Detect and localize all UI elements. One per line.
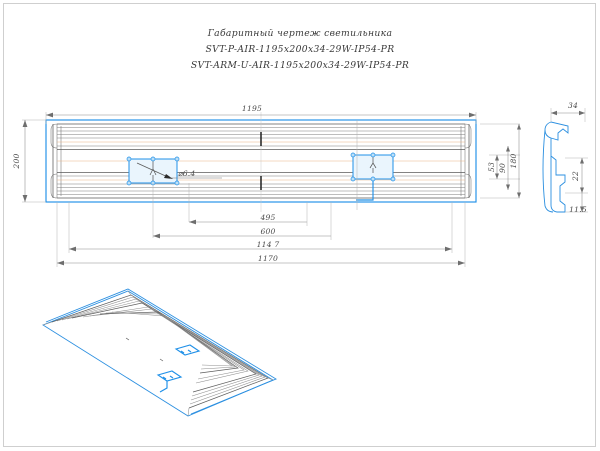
dimension-53-label: 53 [487,162,496,172]
dimension-180-label: 180 [509,153,518,168]
iso-tick-2 [159,358,164,362]
dimension-stack-bottom: 495 600 114 7 1170 [56,202,466,267]
title-line-2: SVT-P-AIR-1195x200x34-29W-IP54-PR [206,44,395,55]
isometric-view[interactable] [42,288,277,417]
dimension-overall-length: 1195 [45,104,477,124]
mounting-bracket-right[interactable] [350,152,396,201]
dimension-34-label: 34 [568,101,578,110]
dimension-1170-label: 1170 [258,254,278,263]
dimension-group-vertical-right: 53 90 180 [480,123,521,199]
dimension-495-label: 495 [259,213,275,222]
side-profile-body [550,138,566,213]
dimension-1195-label: 1195 [242,104,262,113]
side-view: 34 22 11.5 [542,101,588,214]
dimension-200-label: 200 [12,153,21,169]
iso-tick-1 [125,337,130,341]
title-line-3: SVT-ARM-U-AIR-1195x200x34-29W-IP54-PR [191,60,409,71]
dimension-115-label: 11.5 [569,205,587,214]
right-end-cap [460,123,472,199]
drawing-frame [3,3,596,447]
title-line-1: Габаритный чертеж светильника [207,28,393,39]
side-profile-back [542,129,554,213]
dimension-22-label: 22 [571,171,580,182]
hole-diameter-label: ⌀6.4 [178,169,195,178]
dimension-1147-label: 114 7 [257,240,280,249]
mounting-bracket-left[interactable] [126,156,222,186]
dimension-overall-height: 200 [12,119,46,203]
side-profile-upper [544,121,569,141]
iso-bracket-right[interactable] [156,370,183,393]
front-view: ⌀6.4 [45,112,477,238]
iso-bracket-left[interactable] [174,344,201,356]
dimension-90-label: 90 [498,163,507,173]
dimension-600-label: 600 [260,227,275,236]
